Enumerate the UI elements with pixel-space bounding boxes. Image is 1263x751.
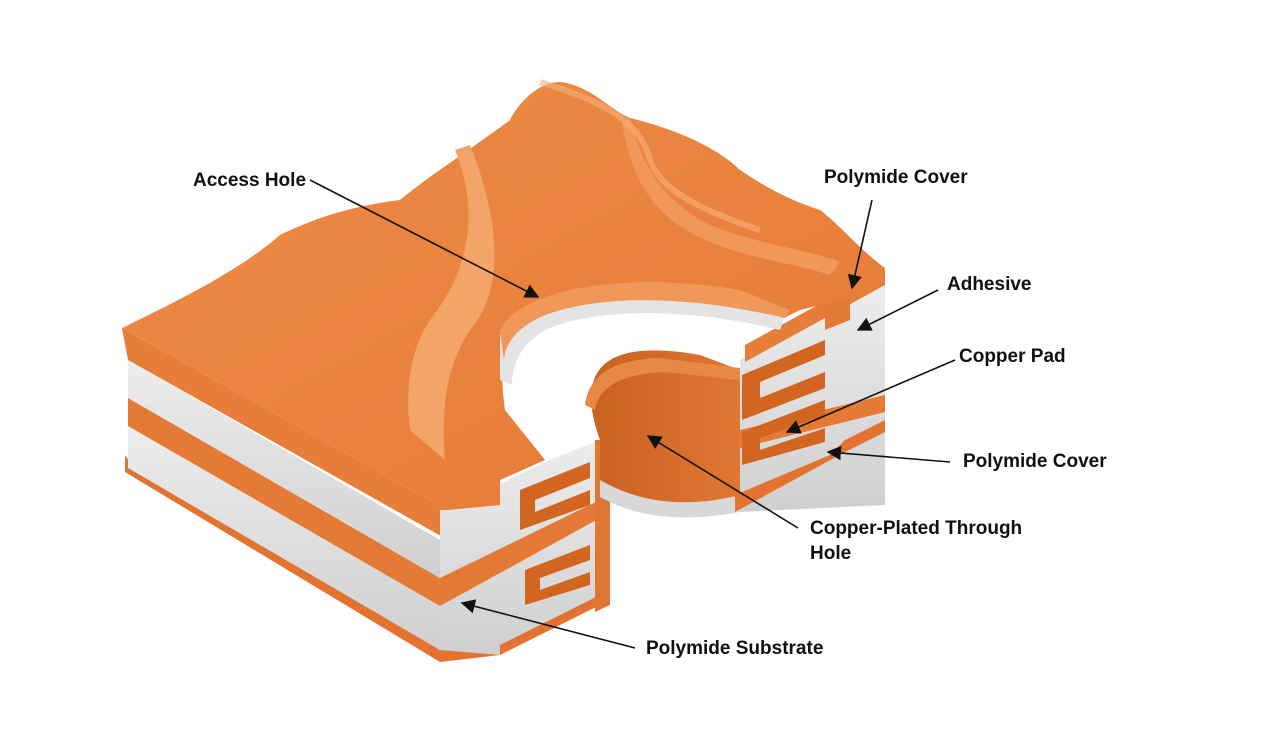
left-upper-polyimide-layer — [128, 360, 440, 578]
label-copper-pad-text: Copper Pad — [959, 346, 1066, 367]
leader-copper-plated-hole — [646, 435, 799, 529]
label-polymide-cover-top: Polymide Cover — [824, 165, 968, 190]
left-lower-polyimide-layer — [128, 425, 440, 650]
label-adhesive-text: Adhesive — [947, 274, 1032, 295]
left-front-layers — [122, 328, 500, 662]
label-copper-plated-line1: Copper-Plated Through — [810, 518, 1023, 539]
label-access-hole: Access Hole — [193, 168, 306, 193]
label-access-hole-text: Access Hole — [193, 170, 307, 191]
label-copper-pad: Copper Pad — [959, 344, 1066, 369]
leader-access-hole — [309, 179, 540, 298]
access-hole-ridge — [408, 145, 495, 460]
label-copper-plated-line2: Hole — [810, 543, 852, 564]
leader-polymide-cover-top — [847, 199, 873, 290]
center-front-block — [440, 440, 610, 655]
label-polymide-cover-bottom: Polymide Cover — [963, 449, 1107, 474]
leader-lines — [309, 179, 956, 649]
label-adhesive: Adhesive — [947, 272, 1031, 297]
access-hole-opening — [500, 287, 785, 385]
left-top-copper-edge — [122, 328, 448, 540]
label-polymide-cover-bottom-text: Polymide Cover — [963, 451, 1107, 472]
leader-adhesive — [856, 289, 939, 331]
leader-polymide-substrate — [460, 599, 636, 649]
leader-polymide-cover-bottom — [826, 445, 951, 463]
leader-copper-pad — [785, 359, 956, 434]
label-copper-plated-through-hole: Copper-Plated Through Hole — [810, 516, 1022, 566]
top-surface-left — [122, 82, 885, 510]
left-middle-copper-layer — [128, 398, 440, 606]
label-polymide-cover-top-text: Polymide Cover — [824, 167, 968, 188]
through-hole — [585, 350, 740, 518]
top-copper-surface — [122, 79, 885, 510]
label-polymide-substrate: Polymide Substrate — [646, 636, 823, 661]
right-bottom-copper-layer — [735, 420, 885, 512]
label-polymide-substrate-text: Polymide Substrate — [646, 638, 824, 659]
